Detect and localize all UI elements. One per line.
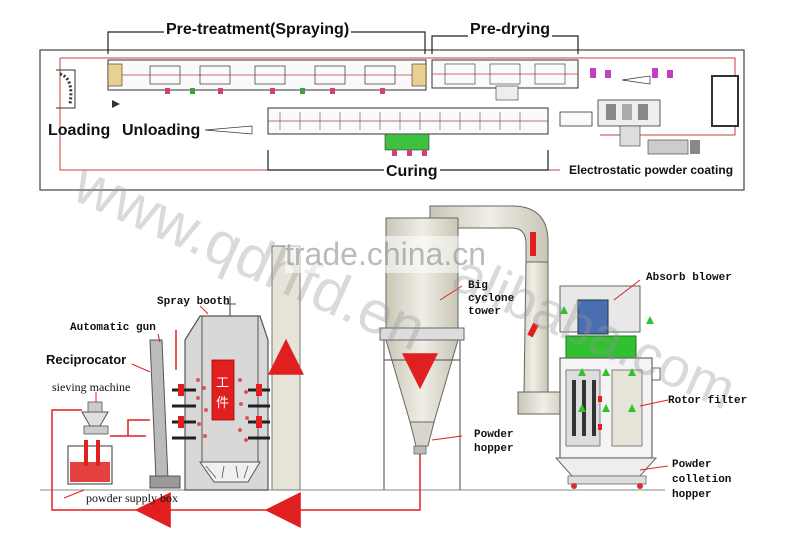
reciprocator-label: Reciprocator xyxy=(46,352,127,367)
loading-label: Loading xyxy=(48,122,111,139)
watermark-market: trade.china.cn xyxy=(285,236,487,273)
cyclone-line-1: Big xyxy=(468,280,488,292)
bottom-process-view xyxy=(40,205,669,528)
powder-supply-box-label: powder supply box xyxy=(86,491,178,505)
collection-line-2: colletion xyxy=(672,474,732,486)
powder-hopper-label: Powder hopper xyxy=(474,428,514,456)
big-cyclone-tower-label: Big cyclone tower xyxy=(468,280,514,319)
airflow-arrows xyxy=(560,306,654,412)
blower-motor xyxy=(577,299,609,335)
powder-return-pipe xyxy=(51,330,421,511)
pretreatment-tunnel xyxy=(107,59,427,94)
leader-lines xyxy=(63,279,669,499)
unloading-label: Unloading xyxy=(122,122,201,139)
exhaust-stack xyxy=(268,245,304,491)
duct xyxy=(429,205,569,415)
powder-supply-box xyxy=(67,440,113,485)
reciprocator xyxy=(149,339,181,489)
workpiece-char-2: 件 xyxy=(216,396,230,411)
spray-particles xyxy=(196,378,249,442)
cyclone-line-2: cyclone xyxy=(468,293,515,305)
electrostatic-booth-area xyxy=(559,99,700,155)
sieving-machine-label: sieving machine xyxy=(52,380,131,394)
electrostatic-label: Electrostatic powder coating xyxy=(569,163,734,177)
end-turn-unit xyxy=(711,75,739,127)
rotor-filter-label: Rotor filter xyxy=(668,395,748,407)
workpiece-char-1: 工 xyxy=(216,376,230,391)
filter-unit xyxy=(554,285,661,489)
powder-hopper-line-1: Powder xyxy=(474,429,514,441)
pretreatment-label: Pre-treatment(Spraying) xyxy=(164,21,352,39)
curing-tunnel xyxy=(267,107,549,156)
curing-label: Curing xyxy=(384,163,440,181)
collection-line-1: Powder xyxy=(672,459,712,471)
predrying-label: Pre-drying xyxy=(468,21,553,39)
predrying-tunnel xyxy=(431,59,579,101)
cyclone-tower xyxy=(379,217,465,490)
sieving-machine xyxy=(81,401,109,435)
powder-collection-hopper-label: Powder colletion hopper xyxy=(672,458,731,503)
spray-booth xyxy=(184,296,269,491)
automatic-gun-label: Automatic gun xyxy=(70,322,156,334)
spray-booth-label: Spray booth xyxy=(157,296,230,308)
workpiece xyxy=(211,359,235,421)
collection-line-3: hopper xyxy=(672,489,712,501)
loading-corner xyxy=(56,69,76,109)
absorb-blower-label: Absorb blower xyxy=(646,272,732,284)
cyclone-line-3: tower xyxy=(468,306,502,318)
duct-arrow-2 xyxy=(527,322,539,338)
powder-hopper-line-2: hopper xyxy=(474,443,514,455)
transfer-units xyxy=(590,68,673,78)
